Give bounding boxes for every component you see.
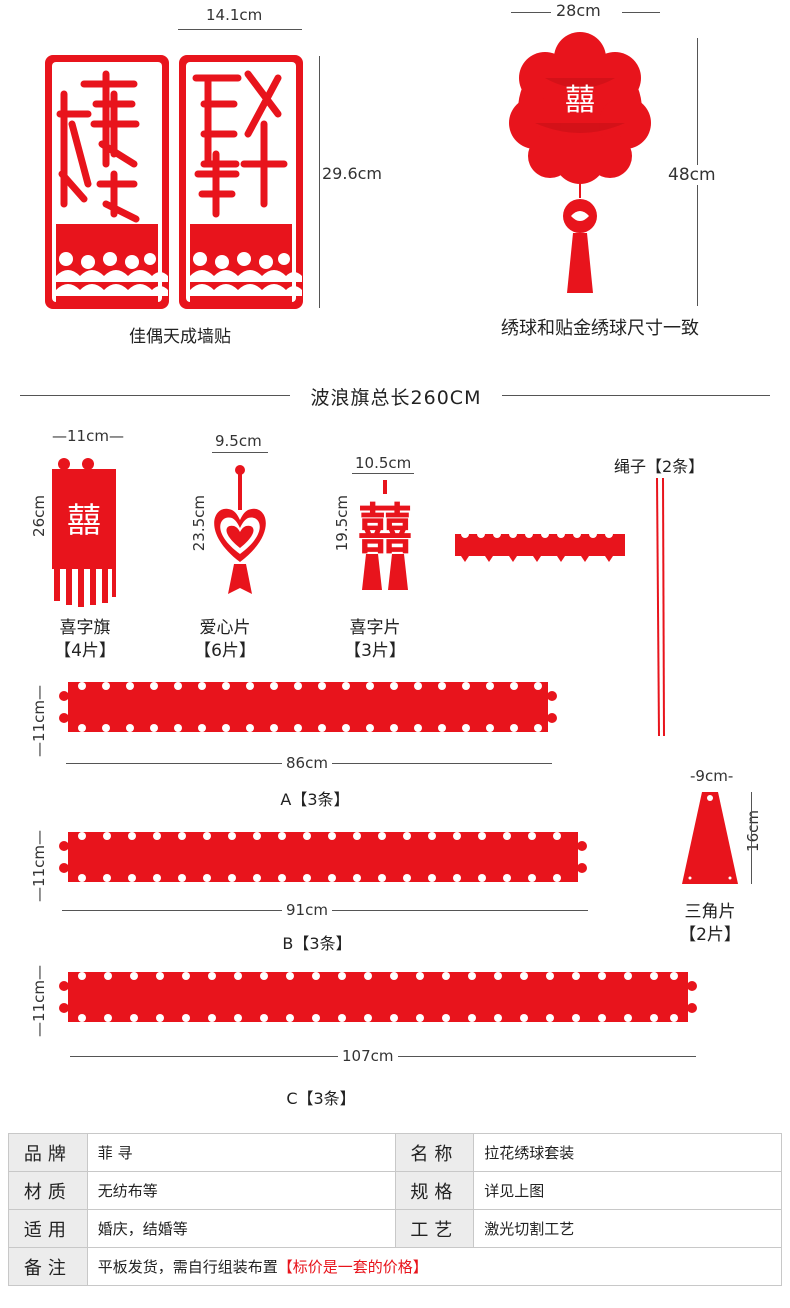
spec-value: 详见上图 <box>473 1171 782 1210</box>
couplet-height-line <box>319 56 320 308</box>
triangle-width-value: 9cm <box>695 767 728 785</box>
spec-row: 品牌 菲 寻 名称 拉花绣球套装 <box>8 1133 782 1172</box>
rope-image <box>656 478 665 737</box>
triangle-width-label: -9cm- <box>690 767 734 785</box>
spec-key: 材质 <box>8 1171 88 1210</box>
banner-c-height-value: 11cm <box>30 980 48 1022</box>
flag-name: 喜字旗 <box>59 618 111 638</box>
ball-width-line-right <box>622 12 660 13</box>
spec-key: 工艺 <box>394 1209 475 1248</box>
triangle-name: 三角片 <box>684 902 736 922</box>
flag-width-value: 11cm <box>67 427 109 445</box>
svg-text:囍: 囍 <box>67 501 101 541</box>
heart-width-line <box>212 452 268 453</box>
spec-table: 品牌 菲 寻 名称 拉花绣球套装 材质 无纺布等 规格 详见上图 适用 婚庆，结… <box>8 1133 783 1286</box>
embroidered-ball-image: 囍 <box>509 32 651 293</box>
couplet-width-line <box>178 29 302 30</box>
couplet-right-image <box>179 55 303 309</box>
note-highlight: 【标价是一套的价格】 <box>277 1258 428 1276</box>
flag-count: 【4片】 <box>54 641 116 661</box>
spec-value: 拉花绣球套装 <box>473 1133 782 1172</box>
couplet-left-image <box>45 55 169 309</box>
rope-label: 绳子【2条】 <box>614 457 705 476</box>
xi-name: 喜字片 <box>349 618 401 638</box>
spec-key: 备注 <box>8 1247 88 1286</box>
banner-c-label: C【3条】 <box>286 1089 356 1108</box>
couplet-caption: 佳偶天成墙贴 <box>129 327 231 347</box>
banner-b-length-label: 91cm <box>282 901 332 919</box>
spec-row: 适用 婚庆，结婚等 工艺 激光切割工艺 <box>8 1209 782 1248</box>
spec-note-row: 备注 平板发货，需自行组装布置【标价是一套的价格】 <box>8 1247 783 1286</box>
ball-width-line-left <box>511 12 551 13</box>
banner-a-height-label: —11cm— <box>30 685 48 757</box>
couplet-width-label: 14.1cm <box>206 6 263 24</box>
banner-c-image <box>59 972 697 1022</box>
title-line-right <box>502 395 770 396</box>
spec-value: 无纺布等 <box>86 1171 396 1210</box>
heart-height-label: 23.5cm <box>190 495 208 552</box>
spec-value: 激光切割工艺 <box>473 1209 782 1248</box>
heart-count: 【6片】 <box>194 641 256 661</box>
couplet-height-label: 29.6cm <box>322 164 383 183</box>
wave-flag-title: 波浪旗总长260CM <box>310 387 482 409</box>
triangle-count: 【2片】 <box>679 925 741 945</box>
heart-piece-image <box>214 465 266 594</box>
heart-name: 爱心片 <box>199 618 251 638</box>
banner-a-label: A【3条】 <box>280 790 350 809</box>
xi-width-label: 10.5cm <box>355 454 412 472</box>
flag-width-label: —11cm— <box>52 427 124 445</box>
xi-height-label: 19.5cm <box>333 495 351 552</box>
ball-width-label: 28cm <box>556 1 601 20</box>
spec-value: 菲 寻 <box>86 1133 396 1172</box>
small-wave-strip-image <box>455 530 625 562</box>
xi-width-line <box>352 473 414 474</box>
spec-note-value: 平板发货，需自行组装布置【标价是一套的价格】 <box>86 1247 783 1286</box>
flag-piece-image: 囍 <box>52 458 116 607</box>
banner-b-height-value: 11cm <box>30 845 48 887</box>
spec-row: 材质 无纺布等 规格 详见上图 <box>8 1171 782 1210</box>
svg-text:囍: 囍 <box>358 498 412 561</box>
spec-value: 婚庆，结婚等 <box>86 1209 396 1248</box>
xi-piece-image: 囍 <box>358 480 412 590</box>
banner-c-height-label: —11cm— <box>30 965 48 1037</box>
ball-height-label: 48cm <box>668 165 716 185</box>
banner-b-height-label: —11cm— <box>30 830 48 902</box>
banner-a-height-value: 11cm <box>30 700 48 742</box>
flag-height-label: 26cm <box>30 495 48 537</box>
spec-key: 规格 <box>394 1171 475 1210</box>
banner-b-image <box>59 832 587 882</box>
banner-b-label: B【3条】 <box>282 934 352 953</box>
spec-key: 品牌 <box>8 1133 88 1172</box>
banner-a-image <box>59 682 557 732</box>
banner-a-length-label: 86cm <box>282 754 332 772</box>
title-line-left <box>20 395 290 396</box>
heart-width-label: 9.5cm <box>215 432 262 450</box>
xi-count: 【3片】 <box>344 641 406 661</box>
note-text: 平板发货，需自行组装布置 <box>97 1258 278 1276</box>
svg-text:囍: 囍 <box>565 83 595 118</box>
spec-key: 名称 <box>394 1133 475 1172</box>
ball-caption: 绣球和贴金绣球尺寸一致 <box>501 318 699 339</box>
triangle-height-label: 16cm <box>744 810 762 852</box>
triangle-piece-image <box>682 792 738 884</box>
banner-c-length-label: 107cm <box>338 1047 398 1065</box>
spec-key: 适用 <box>8 1209 88 1248</box>
triangle-height-line <box>751 792 752 884</box>
